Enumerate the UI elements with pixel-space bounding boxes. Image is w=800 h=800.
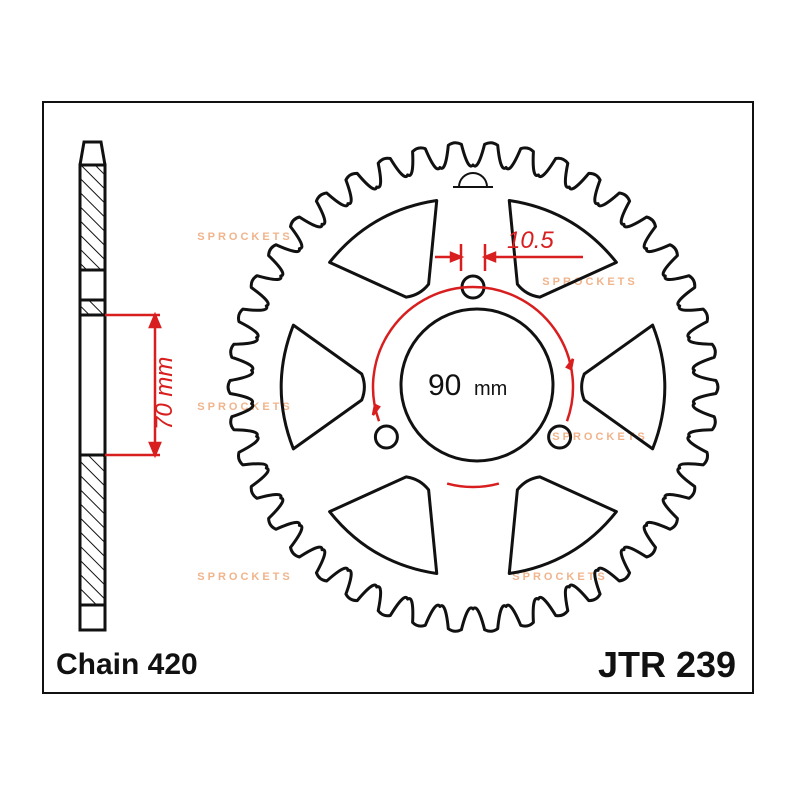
watermark-text: SPROCKETS xyxy=(542,276,637,288)
lightening-window xyxy=(507,475,618,576)
chain-label: Chain 420 xyxy=(56,648,198,681)
jt-logo-icon xyxy=(453,172,493,188)
lightening-window xyxy=(328,475,439,576)
bolt-hole-label: 10.5 xyxy=(507,227,554,254)
lightening-window xyxy=(279,323,366,451)
pcd-dimension xyxy=(371,244,583,489)
watermark-text: SPROCKETS xyxy=(197,231,292,243)
watermark-layer: SPROCKETS SPROCKETS SPROCKETS SPROCKETS SPRO… xyxy=(197,231,647,583)
side-profile xyxy=(78,140,107,632)
lightening-window xyxy=(328,198,439,299)
sprocket-teeth-outline xyxy=(226,141,720,633)
bolt-hole xyxy=(547,424,573,450)
pcd-arc-bottom xyxy=(446,482,500,489)
drawing-frame xyxy=(42,101,754,694)
pcd-arrows xyxy=(371,358,575,416)
hatched-section-bottom xyxy=(78,453,107,607)
dimension-arrows xyxy=(449,251,497,263)
lightening-window xyxy=(580,323,667,451)
hatched-section-top xyxy=(78,163,107,272)
center-bore xyxy=(399,307,555,463)
sprocket-face xyxy=(226,141,720,633)
watermark-text: SPROCKETS xyxy=(197,401,292,413)
watermark-text: SPROCKETS xyxy=(197,571,292,583)
pcd-value: 90 xyxy=(428,369,461,402)
watermark-text: SPROCKETS xyxy=(552,431,647,443)
hatched-section-hub xyxy=(78,298,107,317)
bolt-hole xyxy=(373,424,399,450)
watermark-text: SPROCKETS xyxy=(512,571,607,583)
offset-label: 70 mm xyxy=(151,357,178,430)
pcd-unit: mm xyxy=(474,378,507,400)
lightening-window xyxy=(507,198,618,299)
offset-dimension xyxy=(105,311,162,459)
part-number: JTR 239 xyxy=(598,644,737,685)
